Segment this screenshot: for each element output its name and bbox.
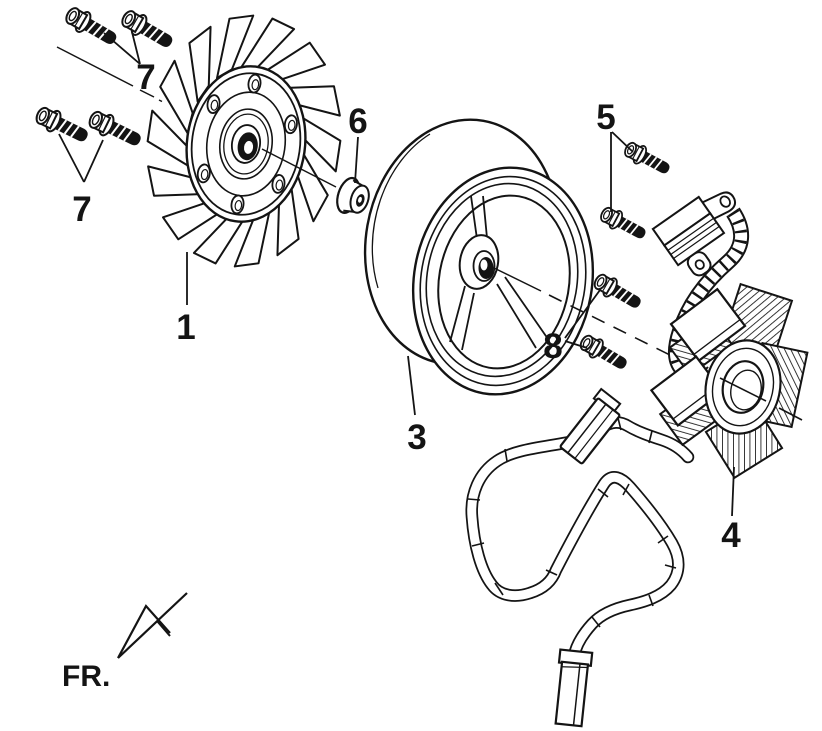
callout-label-6: 6 xyxy=(348,102,367,141)
front-direction-marker: FR. xyxy=(62,592,188,693)
pickup-coil xyxy=(651,191,737,277)
rotor-spokes xyxy=(449,195,549,351)
flywheel-fan xyxy=(146,14,342,268)
front-marker-label: FR. xyxy=(62,660,110,693)
fan-hub-holes xyxy=(196,73,298,215)
callout-labels: 7 7 1 6 3 5 8 4 xyxy=(72,58,741,555)
harness-sleeve-ticks xyxy=(467,417,677,628)
callout-label-4: 4 xyxy=(721,516,741,555)
wire-harness xyxy=(465,387,695,728)
axis-centerline xyxy=(56,46,163,103)
harness-connector xyxy=(554,648,594,728)
stator-coil-face-top xyxy=(669,287,747,363)
stator-assembly xyxy=(649,282,809,480)
callout-label-7-top: 7 xyxy=(136,58,155,97)
fan-hub xyxy=(185,65,307,223)
callout-label-1: 1 xyxy=(176,308,195,347)
harness-grommet xyxy=(559,387,622,465)
callout-label-5: 5 xyxy=(596,98,615,137)
callout-leaders xyxy=(58,31,735,517)
flywheel-rotor xyxy=(363,118,595,396)
callout-label-3: 3 xyxy=(407,418,426,457)
fan-fins xyxy=(146,14,342,268)
fan-bolts-left-pair xyxy=(32,102,146,153)
callout-label-7-left: 7 xyxy=(72,190,91,229)
callout-label-8: 8 xyxy=(543,327,562,366)
fan-nut xyxy=(336,176,370,214)
